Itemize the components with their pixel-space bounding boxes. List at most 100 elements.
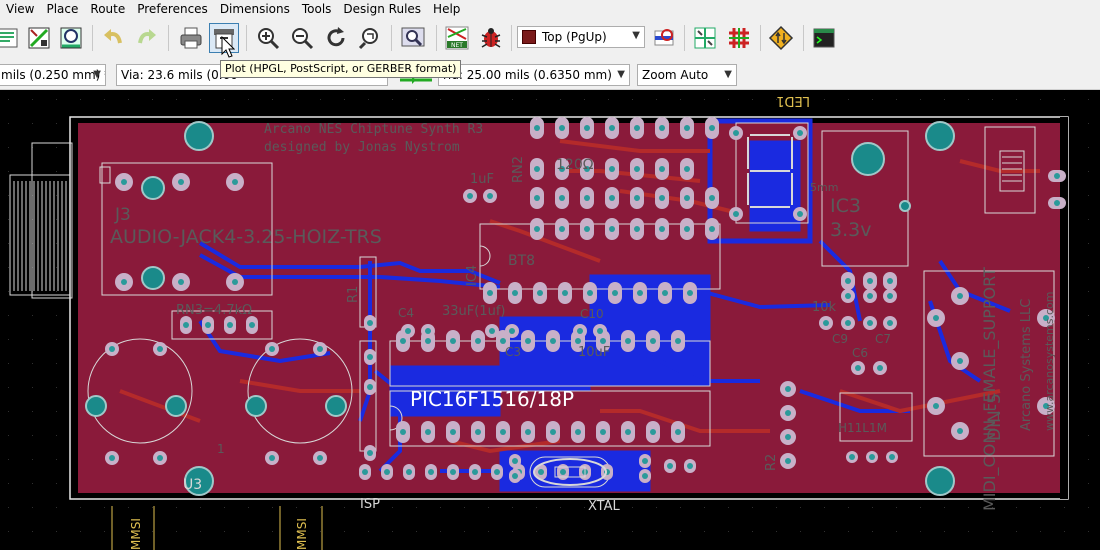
pad-drill — [425, 429, 431, 435]
pad-drill — [525, 429, 531, 435]
menu-dimensions[interactable]: Dimensions — [214, 0, 296, 18]
pad-drill — [537, 290, 543, 296]
pad-drill — [609, 195, 615, 201]
ref-c4: C4 — [398, 306, 414, 320]
scripting-icon[interactable] — [809, 23, 839, 53]
pad-drill — [600, 338, 606, 344]
board-setup-icon[interactable] — [0, 23, 22, 53]
netlist-icon[interactable] — [24, 23, 54, 53]
menu-preferences[interactable]: Preferences — [131, 0, 214, 18]
redraw-icon[interactable] — [321, 23, 351, 53]
pad-drill — [845, 278, 851, 284]
grid-select[interactable]: rid: 25.00 mils (0.6350 mm) ▼ — [438, 64, 630, 86]
pad-drill — [785, 410, 791, 416]
value-120ohm: 120Ω — [556, 157, 594, 173]
zoom-fit-icon[interactable] — [355, 23, 385, 53]
ref-rn2: RN2 — [511, 156, 526, 183]
pad-drill — [367, 354, 373, 360]
pad-drill — [575, 338, 581, 344]
pad-drill — [405, 328, 411, 334]
pad-drill — [450, 338, 456, 344]
silk-url: www.arcanosystems.com — [1043, 292, 1056, 431]
grid-icon[interactable] — [724, 23, 754, 53]
pad-drill — [559, 125, 565, 131]
pad-drill — [675, 429, 681, 435]
silk-arcano: Arcano Systems LLC — [1019, 299, 1034, 431]
pad-drill — [367, 450, 373, 456]
pad-drill — [121, 179, 127, 185]
print-icon[interactable] — [176, 23, 206, 53]
ref-u3: U3 — [183, 477, 202, 493]
pad-drill — [1054, 200, 1060, 206]
pad-drill — [659, 195, 665, 201]
find-icon[interactable] — [398, 23, 428, 53]
ref-ic3: IC3 — [830, 195, 861, 217]
pad-drill — [709, 125, 715, 131]
layer-select[interactable]: Top (PgUp) ▼ — [517, 26, 645, 48]
toolbar-separator — [168, 25, 169, 51]
value-audio-jack: AUDIO-JACK4-3.25-HOIZ-TRS — [110, 226, 382, 248]
pad-drill — [609, 125, 615, 131]
pcb-canvas[interactable]: Arcano NES Chiptune Synth R3 designed by… — [0, 91, 1100, 550]
pad-drill — [733, 130, 739, 136]
menu-place[interactable]: Place — [40, 0, 84, 18]
pad-drill — [550, 338, 556, 344]
pin-one-label: 1 — [217, 442, 225, 456]
pad-drill — [612, 290, 618, 296]
pad-drill — [500, 338, 506, 344]
pad-drill — [269, 455, 275, 461]
toolbar-separator — [391, 25, 392, 51]
pad-drill — [642, 458, 648, 464]
drc-icon[interactable] — [476, 23, 506, 53]
menu-view[interactable]: View — [0, 0, 40, 18]
layer-pair-icon[interactable] — [649, 23, 679, 53]
pad-drill — [475, 338, 481, 344]
pad-drill — [534, 226, 540, 232]
toolbar-separator — [803, 25, 804, 51]
menu-route[interactable]: Route — [84, 0, 131, 18]
pad-drill — [797, 211, 803, 217]
pad-drill — [684, 195, 690, 201]
pad-drill — [559, 195, 565, 201]
pad-drill — [534, 166, 540, 172]
board-title: Arcano NES Chiptune Synth R3 — [264, 122, 483, 137]
svg-text:NET: NET — [451, 42, 463, 49]
read-netlist-icon[interactable] — [56, 23, 86, 53]
pad-drill — [877, 365, 883, 371]
ref-bt8: BT8 — [508, 253, 535, 269]
pad-drill — [957, 358, 963, 364]
mode-icon[interactable] — [766, 23, 796, 53]
zoom-in-icon[interactable] — [253, 23, 283, 53]
undo-icon[interactable] — [98, 23, 128, 53]
ref-isp: ISP — [360, 497, 380, 512]
pad-drill — [384, 469, 390, 475]
zoom-select[interactable]: Zoom Auto ▼ — [637, 64, 737, 86]
toolbar-separator — [511, 25, 512, 51]
pad-drill — [487, 290, 493, 296]
pad-drill — [887, 278, 893, 284]
zoom-out-icon[interactable] — [287, 23, 317, 53]
microwave-icon[interactable] — [690, 23, 720, 53]
pad-drill — [642, 473, 648, 479]
pad-drill — [869, 454, 875, 460]
pad-drill — [797, 130, 803, 136]
pad-drill — [584, 125, 590, 131]
net-icon[interactable]: NET — [442, 23, 472, 53]
pad-drill — [559, 226, 565, 232]
pad-drill — [428, 469, 434, 475]
pad-drill — [577, 328, 583, 334]
toolbar-separator — [92, 25, 93, 51]
menu-help[interactable]: Help — [427, 0, 466, 18]
board-designer: designed by Jonas Nystrom — [264, 140, 460, 155]
redo-icon[interactable] — [132, 23, 162, 53]
menu-design-rules[interactable]: Design Rules — [337, 0, 427, 18]
track-width-select[interactable]: mils (0.250 mm) * ▼ — [0, 64, 106, 86]
options-toolbar: mils (0.250 mm) * ▼ Via: 23.6 mils (0.60… — [0, 60, 1100, 90]
pad-drill — [269, 346, 275, 352]
menu-tools[interactable]: Tools — [296, 0, 338, 18]
pad-drill — [823, 320, 829, 326]
pad-drill — [575, 429, 581, 435]
pad-drill — [367, 384, 373, 390]
pad-drill — [849, 454, 855, 460]
ref-c10: C10 — [580, 307, 604, 321]
